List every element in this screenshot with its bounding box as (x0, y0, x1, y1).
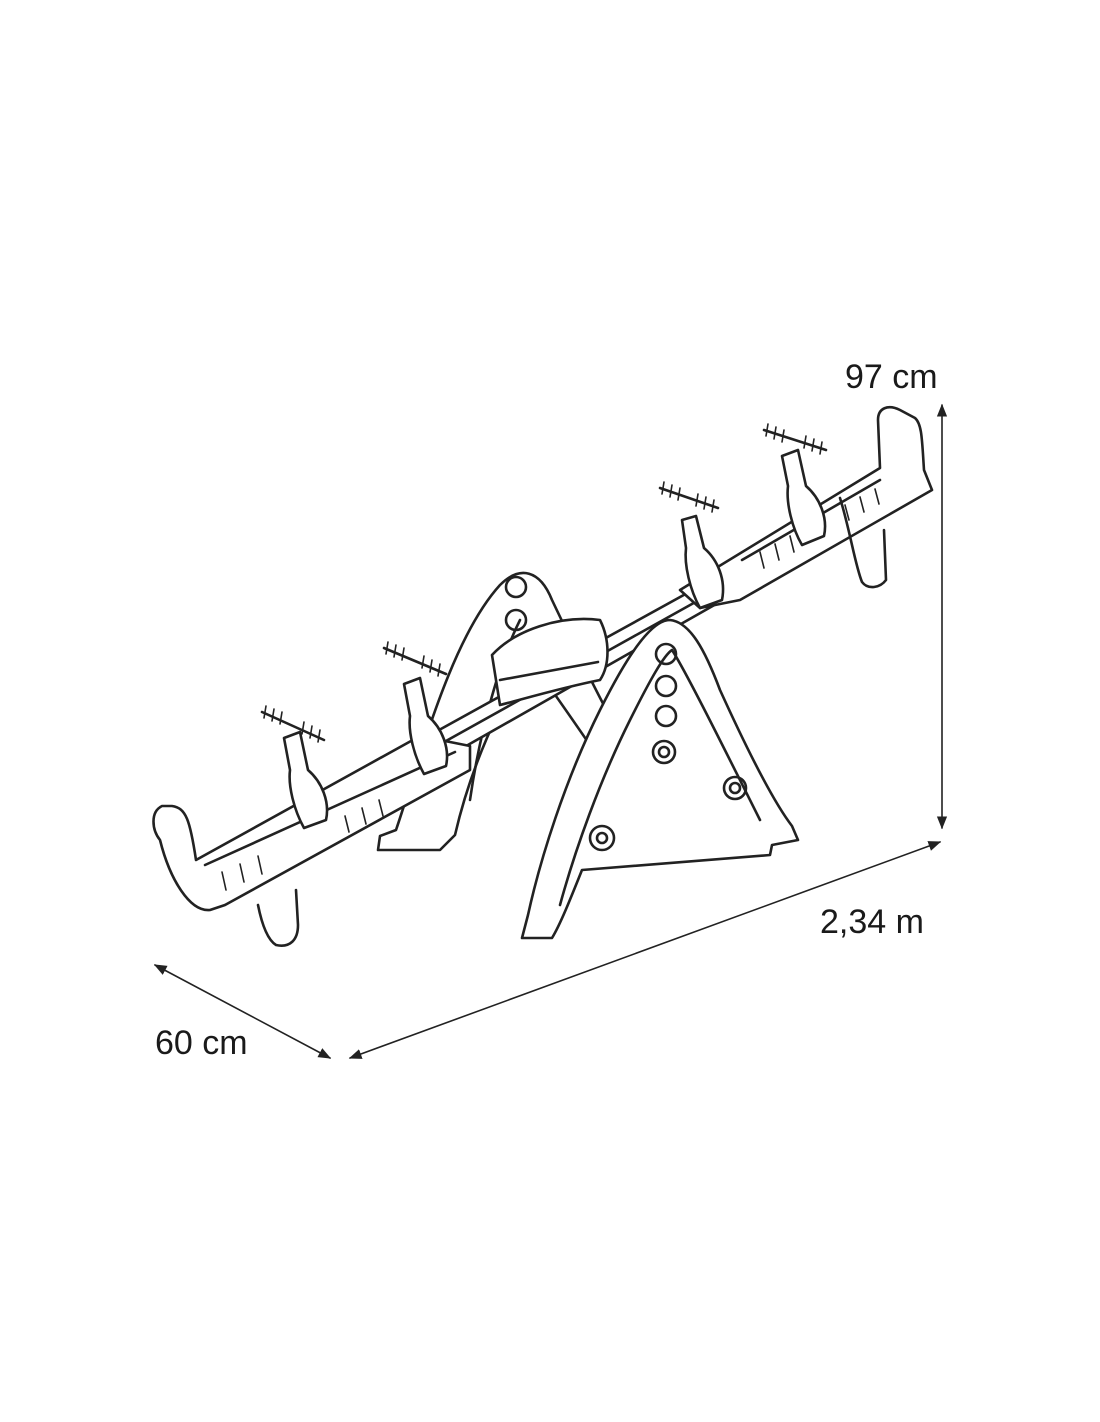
length-dimension-line (348, 841, 942, 1059)
depth-dimension-label: 60 cm (155, 1024, 248, 1062)
front-support-leg (520, 618, 800, 940)
handle-right-front (658, 481, 725, 610)
depth-dimension-line (153, 964, 332, 1059)
handle-left-front (382, 641, 449, 776)
height-dimension-label: 97 cm (845, 358, 938, 396)
pivot-housing (490, 617, 609, 707)
handle-right-back (762, 423, 828, 547)
handle-left-back (260, 705, 329, 830)
length-dimension-label: 2,34 m (820, 903, 924, 941)
